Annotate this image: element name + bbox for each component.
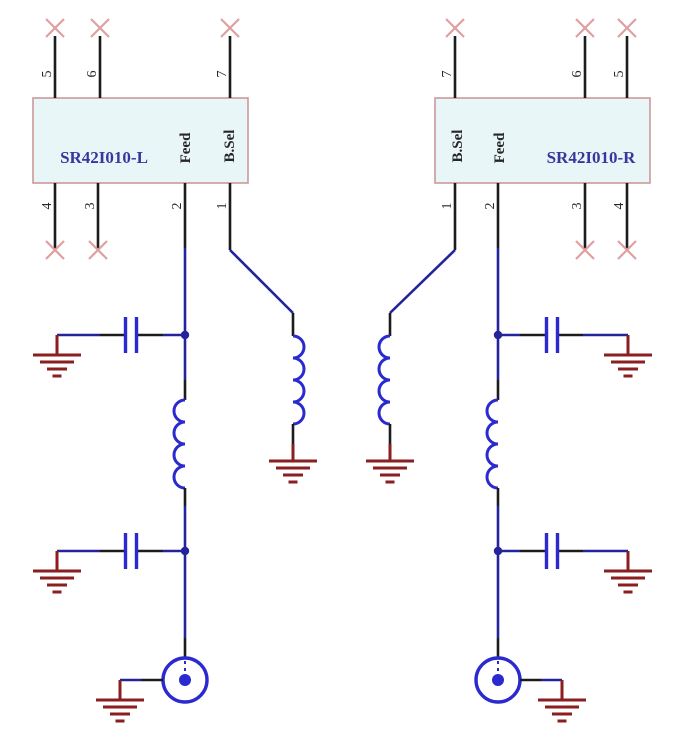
ic-left-pin-bsel-label: B.Sel xyxy=(222,130,238,163)
ic-left-body xyxy=(32,97,249,184)
coax-connector xyxy=(120,638,209,704)
ic-right-pin4-number: 4 xyxy=(612,203,627,210)
ic-left-pin7-number: 7 xyxy=(215,71,230,78)
ground-symbol xyxy=(31,551,83,594)
inductor xyxy=(377,313,392,444)
coax-connector xyxy=(474,638,562,704)
ground-symbol xyxy=(31,335,83,378)
no-connect-icon xyxy=(445,18,465,38)
ground-symbol xyxy=(364,444,416,484)
wire xyxy=(389,249,456,314)
ic-left-pin-feed-label: Feed xyxy=(178,132,194,163)
ic-left-pin4-number: 4 xyxy=(40,203,55,210)
inductor xyxy=(291,313,306,444)
capacitor xyxy=(57,533,185,569)
ic-left-refdes: SR42I010-L xyxy=(60,148,148,167)
no-connect-icon xyxy=(575,18,595,38)
ic-left-pin1-number: 1 xyxy=(215,203,230,210)
ground-symbol xyxy=(536,680,588,723)
inductor xyxy=(485,380,500,506)
wire xyxy=(229,249,294,314)
ic-left-pin5-number: 5 xyxy=(40,71,55,78)
ic-left: SR42I010-L Feed B.Sel 5 6 7 4 3 2 1 xyxy=(32,18,249,260)
ground-symbol xyxy=(602,335,654,378)
ic-right-pin-bsel-label: B.Sel xyxy=(450,130,466,163)
inductor xyxy=(172,380,187,506)
ic-left-pin6-number: 6 xyxy=(85,71,100,78)
ground-symbol xyxy=(94,680,146,723)
no-connect-icon xyxy=(90,18,110,38)
capacitor xyxy=(498,317,628,353)
ic-right-refdes: SR42I010-R xyxy=(547,148,637,167)
ic-right-pin2-number: 2 xyxy=(483,203,498,210)
right-feed-network xyxy=(474,248,654,723)
capacitor xyxy=(57,317,185,353)
ic-right-pin5-number: 5 xyxy=(612,71,627,78)
left-feed-network xyxy=(31,248,209,723)
no-connect-icon xyxy=(88,240,108,260)
ground-symbol xyxy=(602,551,654,594)
ic-left-pin2-number: 2 xyxy=(170,203,185,210)
no-connect-icon xyxy=(617,240,637,260)
right-bsel-network xyxy=(364,249,456,484)
no-connect-icon xyxy=(45,18,65,38)
ic-right-body xyxy=(434,97,651,184)
ic-right-pin6-number: 6 xyxy=(570,71,585,78)
left-bsel-network xyxy=(229,249,319,484)
no-connect-icon xyxy=(220,18,240,38)
no-connect-icon xyxy=(575,240,595,260)
ic-right-pin7-number: 7 xyxy=(440,71,455,78)
ic-right-pin-feed-label: Feed xyxy=(492,132,508,163)
ic-right-pin1-number: 1 xyxy=(440,203,455,210)
capacitor xyxy=(498,533,628,569)
no-connect-icon xyxy=(45,240,65,260)
ic-left-pin3-number: 3 xyxy=(83,203,98,210)
ic-right-pin3-number: 3 xyxy=(570,203,585,210)
ic-right: SR42I010-R B.Sel Feed 7 6 5 1 2 3 4 xyxy=(434,18,651,260)
ground-symbol xyxy=(267,444,319,484)
no-connect-icon xyxy=(617,18,637,38)
